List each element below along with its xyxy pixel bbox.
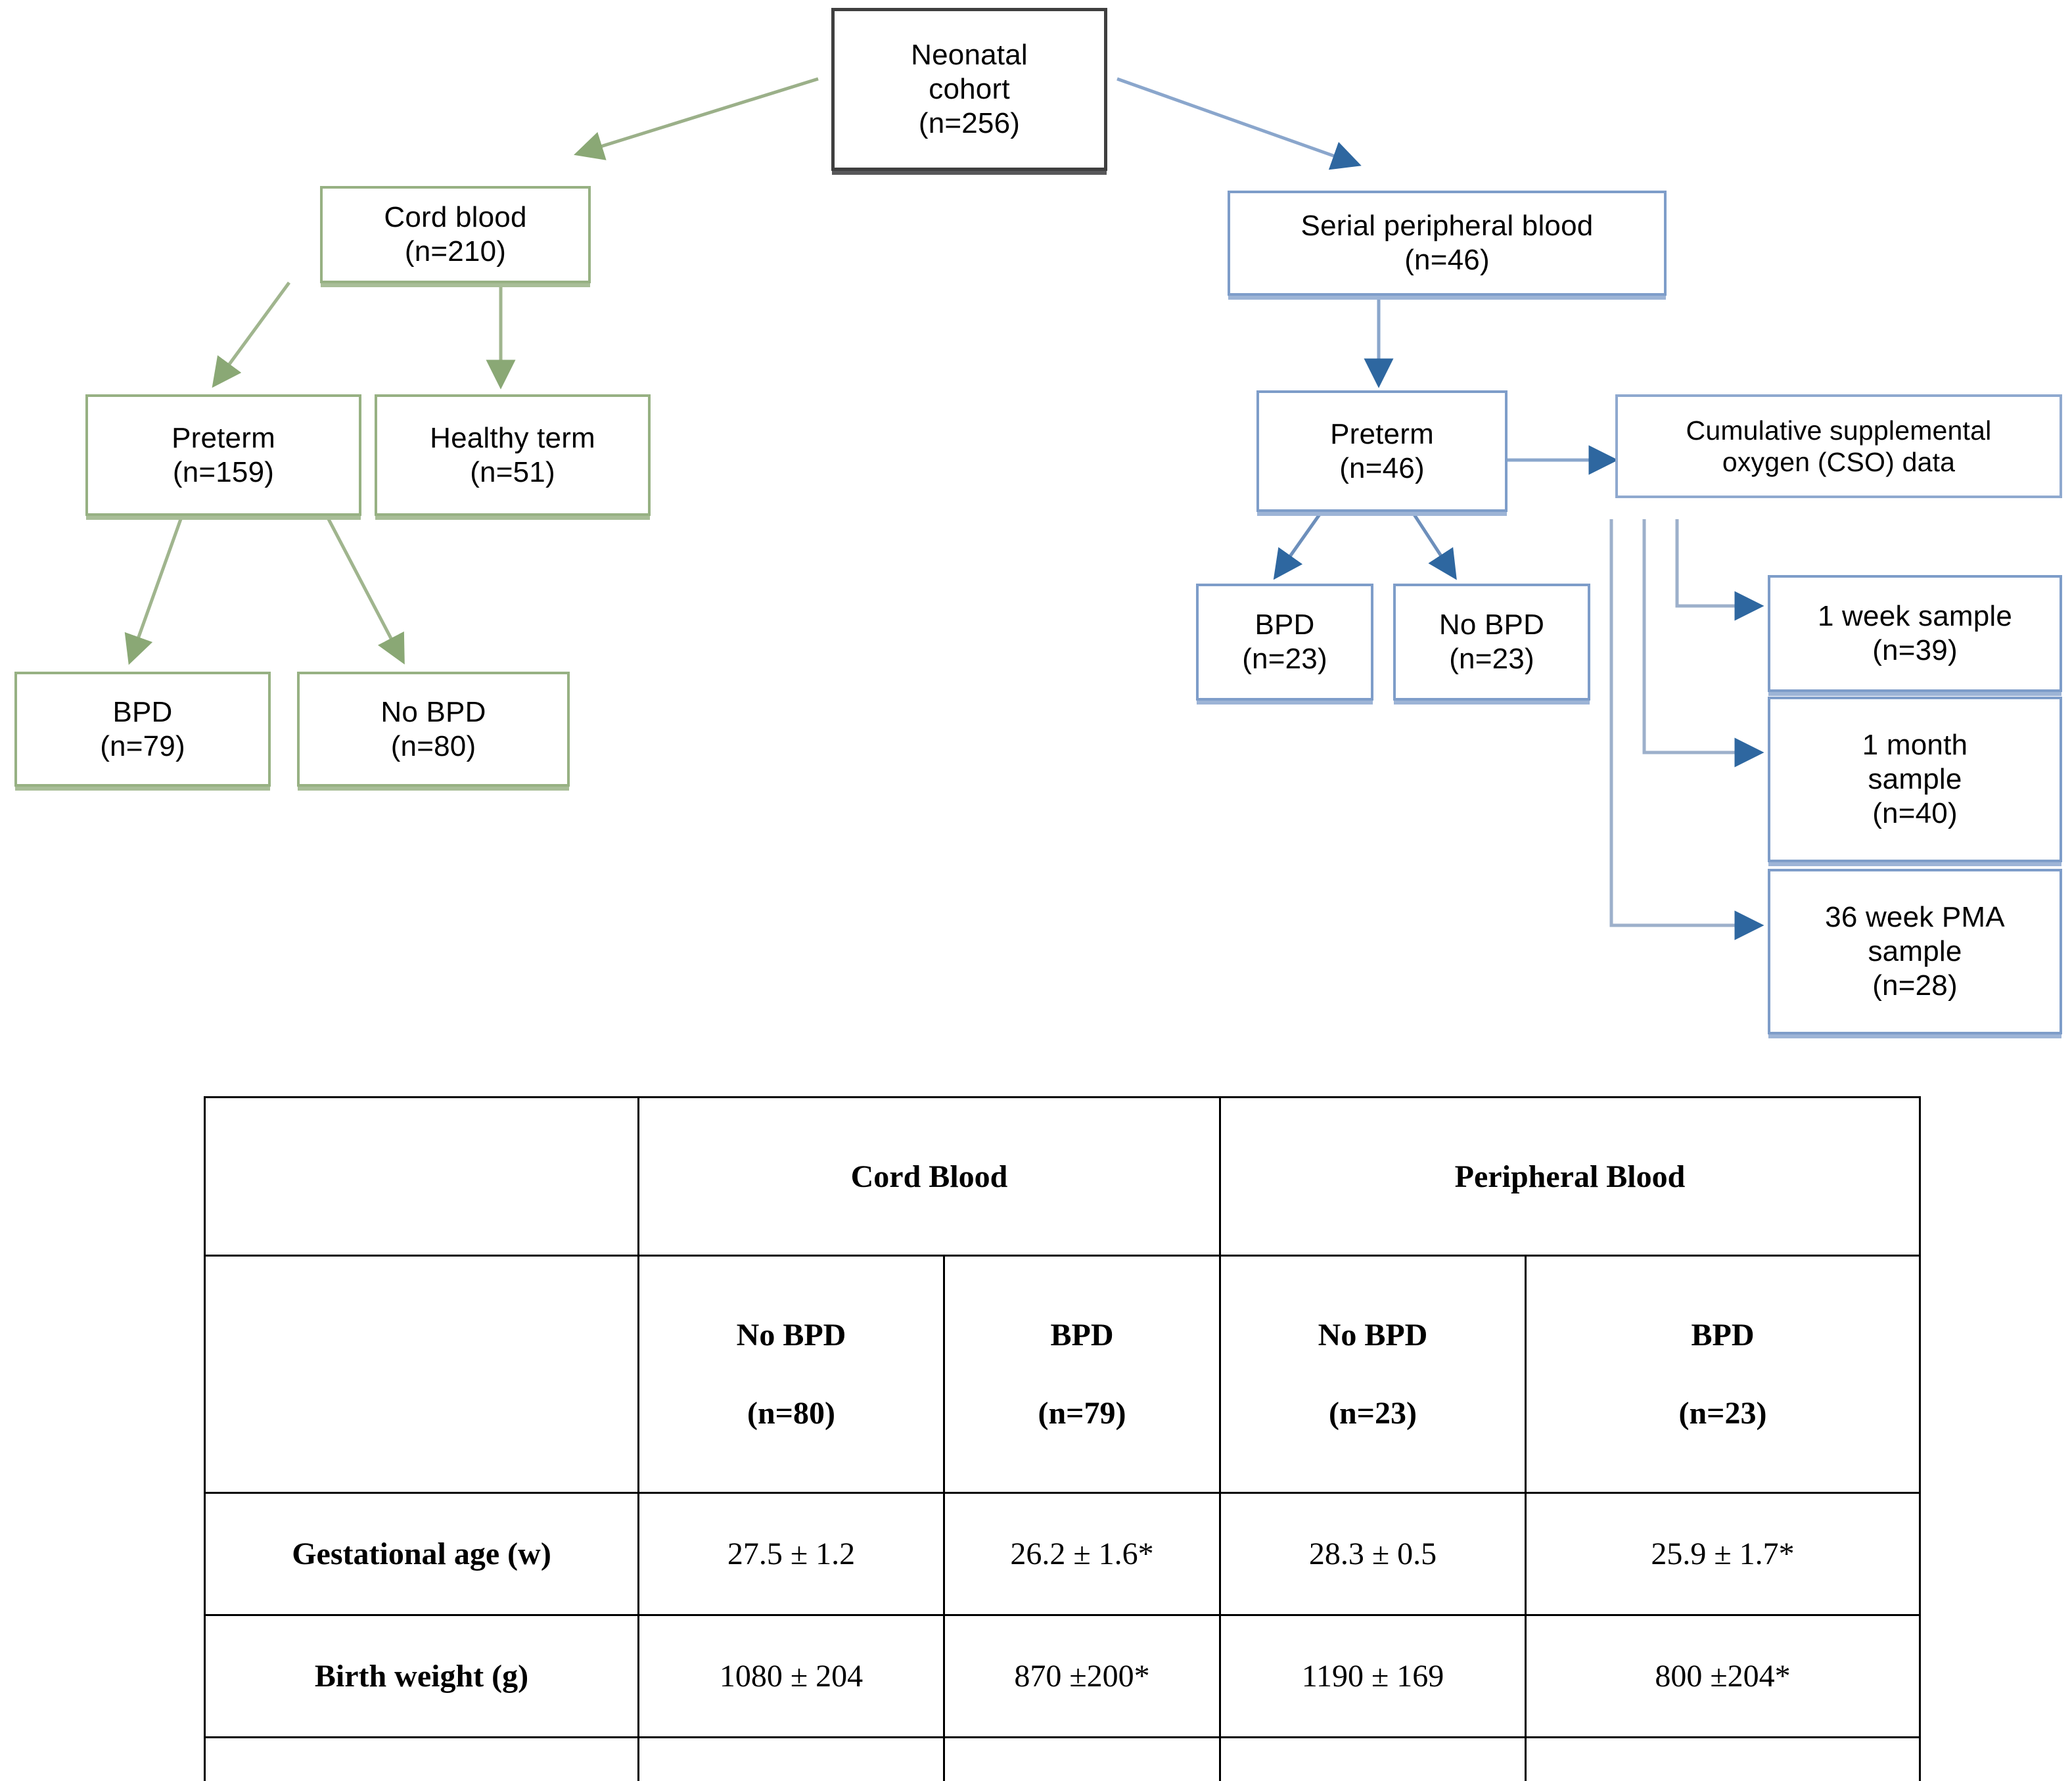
node-line: oxygen (CSO) data (1722, 447, 1956, 477)
node-line: Healthy term (430, 421, 595, 454)
node-line: cohort (929, 73, 1010, 106)
cell-value: 26.2 ± 1.6* (943, 1492, 1221, 1616)
group-header-blank (204, 1096, 639, 1257)
node-line: (n=210) (404, 235, 507, 267)
node-line: (n=39) (1872, 634, 1958, 666)
node-peripheral-bpd[interactable]: BPD (n=23) (1196, 584, 1373, 701)
subheader-label: No BPD (1318, 1318, 1428, 1353)
subheader-label: No BPD (736, 1318, 846, 1353)
node-line: (n=51) (470, 455, 555, 488)
node-cord-no-bpd[interactable]: No BPD (n=80) (297, 672, 570, 787)
node-line: BPD (1255, 609, 1315, 641)
row-label: Gestational age (w) (204, 1492, 639, 1616)
node-cord-preterm[interactable]: Preterm (n=159) (85, 394, 361, 516)
node-line: (n=46) (1339, 451, 1425, 484)
subheader-n: (n=79) (1038, 1396, 1126, 1431)
subheader-label: BPD (1050, 1318, 1114, 1353)
node-line: (n=40) (1872, 797, 1958, 829)
cell-value: 1080 ± 204 (637, 1614, 945, 1738)
subheader-n: (n=23) (1678, 1396, 1767, 1431)
node-line: (n=159) (172, 455, 275, 488)
node-peripheral-preterm[interactable]: Preterm (n=46) (1256, 390, 1508, 512)
group-header-cord-blood: Cord Blood (637, 1096, 1221, 1257)
table-row: Gestational age (w) 27.5 ± 1.2 26.2 ± 1.… (204, 1492, 1921, 1616)
cell-value: 27.5 ± 1.2 (637, 1492, 945, 1616)
characteristics-table-wrap: Cord Blood Peripheral Blood No BPD (n=80… (204, 1096, 1921, 1781)
cell-value: 870 ±200* (943, 1614, 1221, 1738)
cell-value: 1190 ± 169 (1219, 1614, 1527, 1738)
table-row: Birth weight (g) 1080 ± 204 870 ±200* 11… (204, 1614, 1921, 1738)
subheader-label: BPD (1691, 1318, 1755, 1353)
cell-value: 800 ±204* (1525, 1614, 1921, 1738)
node-line: BPD (112, 695, 173, 728)
node-pma36-sample[interactable]: 36 week PMA sample (n=28) (1768, 869, 2062, 1034)
subheader-cord-no-bpd: No BPD (n=80) (637, 1255, 945, 1494)
node-line: (n=79) (100, 729, 185, 762)
node-cso-data[interactable]: Cumulative supplemental oxygen (CSO) dat… (1615, 394, 2062, 498)
node-neonatal-cohort[interactable]: Neonatal cohort (n=256) (831, 8, 1107, 171)
node-month1-sample[interactable]: 1 month sample (n=40) (1768, 697, 2062, 862)
characteristics-table: Cord Blood Peripheral Blood No BPD (n=80… (204, 1096, 1921, 1781)
cell-value: 40 (50.6) (943, 1736, 1221, 1781)
row-label: Birth weight (g) (204, 1614, 639, 1738)
node-cord-bpd[interactable]: BPD (n=79) (14, 672, 271, 787)
group-header-peripheral-blood: Peripheral Blood (1219, 1096, 1921, 1257)
node-line: sample (1868, 935, 1962, 968)
row-label: Male sex, n (%) (204, 1736, 639, 1781)
node-line: Cord blood (384, 201, 527, 234)
table-group-header-row: Cord Blood Peripheral Blood (204, 1096, 1921, 1257)
node-line: No BPD (380, 695, 486, 728)
node-line: Neonatal (911, 39, 1028, 72)
node-line: Preterm (1330, 417, 1434, 450)
node-line: (n=80) (390, 729, 476, 762)
node-line: sample (1868, 763, 1962, 796)
node-line: No BPD (1439, 609, 1545, 641)
cell-value: 28.3 ± 0.5 (1219, 1492, 1527, 1616)
subheader-n: (n=23) (1328, 1396, 1417, 1431)
node-week1-sample[interactable]: 1 week sample (n=39) (1768, 575, 2062, 692)
node-serial-peripheral-blood[interactable]: Serial peripheral blood (n=46) (1228, 191, 1667, 296)
cell-value: 39 (48.8) (637, 1736, 945, 1781)
table-row: Male sex, n (%) 39 (48.8) 40 (50.6) 19 (… (204, 1736, 1921, 1781)
node-line: (n=23) (1242, 643, 1327, 675)
node-line: Preterm (172, 421, 275, 454)
node-cord-blood[interactable]: Cord blood (n=210) (320, 186, 591, 283)
node-peripheral-no-bpd[interactable]: No BPD (n=23) (1393, 584, 1590, 701)
subheader-periph-no-bpd: No BPD (n=23) (1219, 1255, 1527, 1494)
node-line: Cumulative supplemental (1686, 415, 1992, 446)
cell-value: 10 (43.5) (1525, 1736, 1921, 1781)
node-line: (n=256) (918, 106, 1021, 139)
node-line: 1 week sample (1817, 600, 2013, 633)
node-line: Serial peripheral blood (1301, 210, 1594, 243)
subheader-n: (n=80) (747, 1396, 835, 1431)
node-line: (n=28) (1872, 969, 1958, 1002)
cell-value: 25.9 ± 1.7* (1525, 1492, 1921, 1616)
cell-value: 19 (82.6) (1219, 1736, 1527, 1781)
subheader-blank (204, 1255, 639, 1494)
node-line: (n=23) (1449, 643, 1534, 675)
subheader-periph-bpd: BPD (n=23) (1525, 1255, 1921, 1494)
node-line: (n=46) (1404, 244, 1490, 276)
table-subheader-row: No BPD (n=80) BPD (n=79) No BPD (n=23) (204, 1255, 1921, 1494)
node-healthy-term[interactable]: Healthy term (n=51) (375, 394, 651, 516)
study-flow-diagram: Neonatal cohort (n=256) Cord blood (n=21… (14, 8, 2062, 1034)
subheader-cord-bpd: BPD (n=79) (943, 1255, 1221, 1494)
node-line: 1 month (1862, 729, 1968, 762)
node-line: 36 week PMA (1825, 901, 2005, 934)
